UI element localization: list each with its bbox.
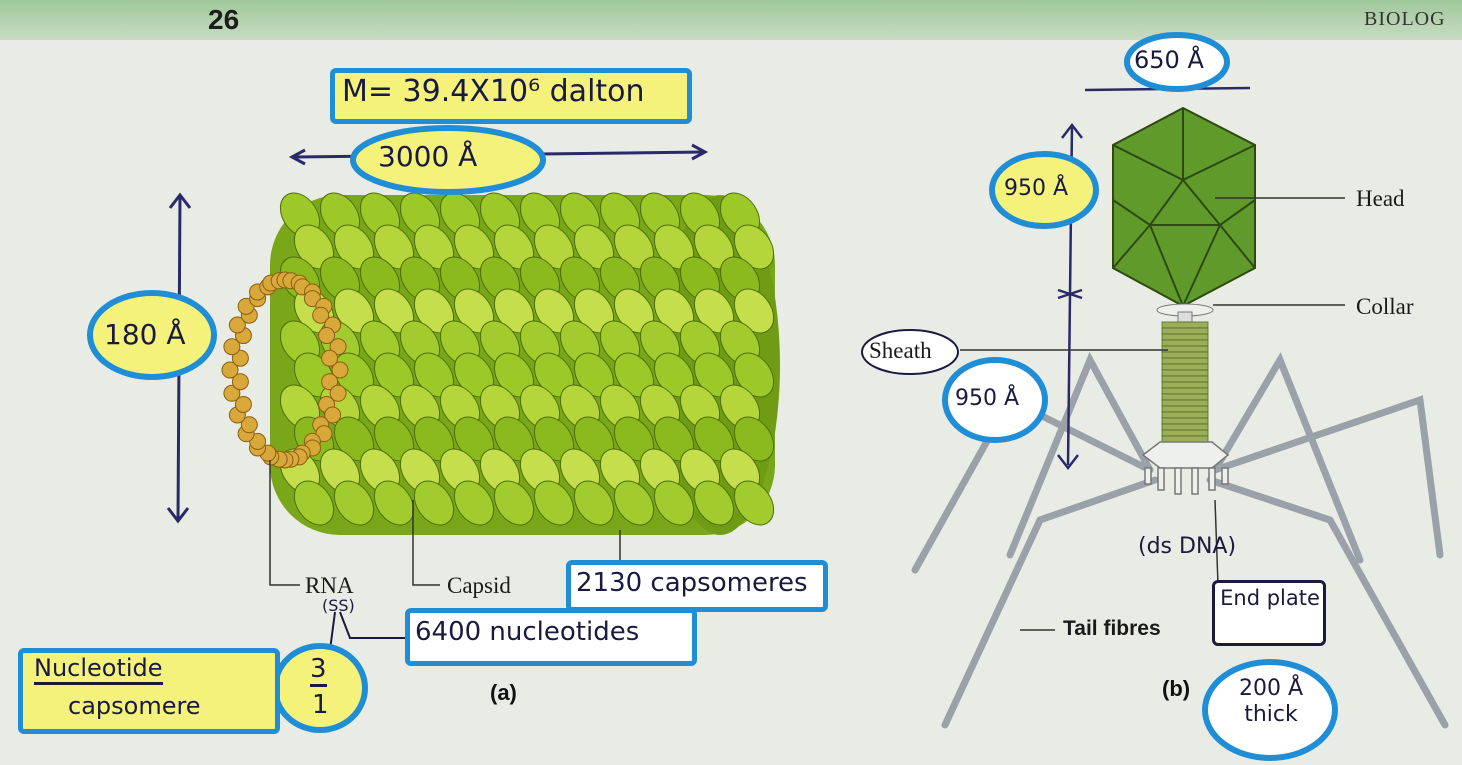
caption-b: (b) xyxy=(1162,676,1190,702)
sheath-ring xyxy=(1162,430,1208,436)
sheath-ring xyxy=(1162,322,1208,328)
head-length-annotation: 950 Å xyxy=(1004,176,1068,201)
sheath xyxy=(1162,322,1208,448)
base-plate xyxy=(1143,442,1228,494)
sheath-ring xyxy=(1162,370,1208,376)
sheath-ring xyxy=(1162,406,1208,412)
sheath-ring xyxy=(1162,400,1208,406)
sheath-ring xyxy=(1162,334,1208,340)
head-label: Head xyxy=(1356,186,1405,212)
sheath-ring xyxy=(1162,382,1208,388)
sheath-ring xyxy=(1162,376,1208,382)
phage-head xyxy=(1113,108,1255,306)
sheath-ring xyxy=(1162,352,1208,358)
sheath-ring xyxy=(1162,418,1208,424)
collar-label: Collar xyxy=(1356,294,1414,320)
sheath-ring xyxy=(1162,358,1208,364)
head-width-annotation: 650 Å xyxy=(1134,46,1204,74)
end-plate-annotation: End plate xyxy=(1218,586,1322,610)
tail-fibres-label: Tail fibres xyxy=(1063,617,1161,641)
sheath-ring xyxy=(1162,394,1208,400)
sheath-ring xyxy=(1162,424,1208,430)
thickness-annotation: 200 Å thick xyxy=(1216,676,1326,728)
sheath-ring xyxy=(1162,364,1208,370)
sheath-ring xyxy=(1162,346,1208,352)
sheath-ring xyxy=(1162,388,1208,394)
sheath-ring xyxy=(1162,412,1208,418)
sheath-ring xyxy=(1162,340,1208,346)
sheath-length-annotation: 950 Å xyxy=(955,386,1019,411)
sheath-label: Sheath xyxy=(869,338,932,364)
sheath-ring xyxy=(1162,328,1208,334)
dna-annotation: (ds DNA) xyxy=(1138,534,1236,559)
sheath-ring xyxy=(1162,436,1208,442)
